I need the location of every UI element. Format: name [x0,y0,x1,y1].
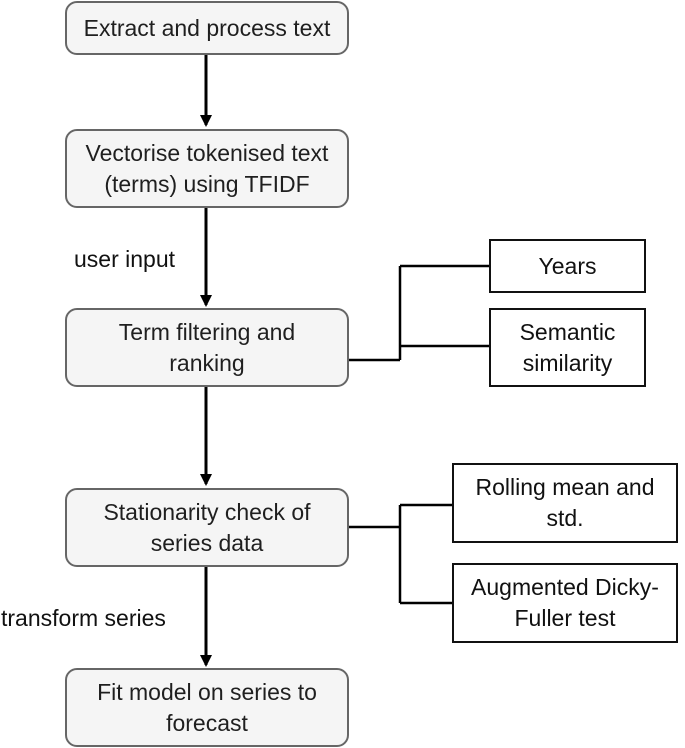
edge-label-user-input: user input [74,246,176,272]
step2-label-line2: (terms) using TFIDF [104,170,310,197]
method-adf-label-line1: Augmented Dicky- [471,574,659,600]
option-years: Years [489,239,646,293]
option-semantic-similarity: Semantic similarity [489,308,646,387]
step-term-filtering-ranking: Term filtering and ranking [65,308,349,387]
step-extract-process-text: Extract and process text [65,1,349,55]
step3-label-line2: ranking [169,349,245,376]
step-stationarity-check: Stationarity check of series data [65,488,349,567]
step2-label-line1: Vectorise tokenised text [85,139,329,166]
step1-label: Extract and process text [83,14,331,41]
step4-label-line2: series data [150,529,264,556]
option-semantic-label-line1: Semantic [519,318,616,345]
edge-label-transform-series: transform series [1,605,166,631]
step-vectorise-tfidf: Vectorise tokenised text (terms) using T… [65,129,349,208]
branch-term-filtering [347,264,490,362]
step-fit-model-forecast: Fit model on series to forecast [65,668,349,747]
method-adf-label-line2: Fuller test [514,605,616,631]
method-rolling-mean-std: Rolling mean and std. [452,463,678,543]
method-rolling-label-line1: Rolling mean and [475,474,655,500]
branch-stationarity [347,503,453,605]
method-augmented-dicky-fuller: Augmented Dicky- Fuller test [452,563,678,643]
step3-label-line1: Term filtering and [118,318,296,345]
option-semantic-label-line2: similarity [522,349,613,376]
step4-label-line1: Stationarity check of [103,498,311,525]
option-years-label: Years [538,252,597,279]
method-rolling-label-line2: std. [546,505,584,531]
step5-label-line1: Fit model on series to [97,678,317,705]
step5-label-line2: forecast [166,709,248,736]
